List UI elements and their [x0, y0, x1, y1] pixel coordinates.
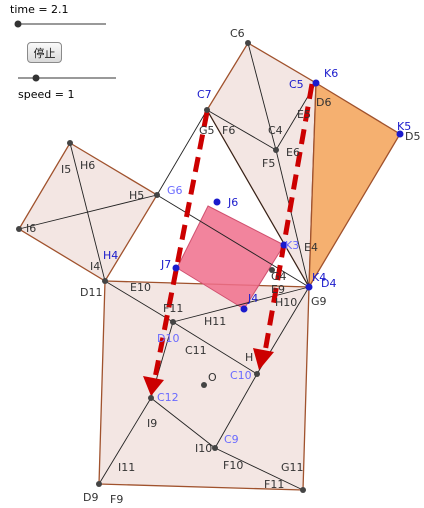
point-j4	[240, 305, 248, 313]
time-slider-handle[interactable]	[14, 20, 22, 28]
point-c12	[148, 395, 154, 401]
svg-text:H5: H5	[129, 189, 144, 202]
svg-text:H11: H11	[204, 315, 226, 328]
svg-text:C9: C9	[224, 433, 239, 446]
svg-text:G9: G9	[311, 295, 327, 308]
svg-text:C11: C11	[185, 344, 207, 357]
pause-button[interactable]: 停止	[27, 42, 62, 63]
svg-text:J6: J6	[227, 196, 238, 209]
svg-text:G11: G11	[281, 461, 304, 474]
svg-text:J4: J4	[247, 292, 258, 305]
construction-lines	[18, 42, 317, 491]
svg-text:D9: D9	[83, 491, 98, 504]
point-d9	[96, 481, 102, 487]
svg-text:I10: I10	[195, 442, 212, 455]
svg-text:I11: I11	[118, 461, 135, 474]
svg-text:H6: H6	[80, 159, 95, 172]
svg-text:C5: C5	[289, 78, 304, 91]
svg-text:I5: I5	[61, 163, 71, 176]
point-h5	[154, 192, 160, 198]
point-d4	[305, 283, 313, 291]
svg-text:I6: I6	[26, 222, 36, 235]
svg-text:C6: C6	[230, 27, 245, 40]
svg-text:C12: C12	[157, 391, 179, 404]
point-c10	[254, 371, 260, 377]
svg-text:E9: E9	[271, 283, 285, 296]
point-labels: C6 C7 C5 K6 D6 G5 F6 E5 C4 K5 D5 E6 F5 I…	[26, 27, 420, 506]
time-slider-label: time = 2.1	[10, 3, 69, 16]
svg-text:H: H	[245, 351, 253, 364]
point-c9	[212, 445, 218, 451]
point-j7	[172, 264, 180, 272]
point-k3	[280, 241, 288, 249]
point-o	[201, 382, 207, 388]
svg-text:F6: F6	[222, 124, 235, 137]
red-arrow-right	[253, 83, 315, 370]
svg-text:H4: H4	[103, 249, 118, 262]
speed-slider-handle[interactable]	[32, 74, 40, 82]
svg-text:C7: C7	[197, 88, 212, 101]
point-i4	[102, 278, 108, 284]
svg-text:G4: G4	[271, 270, 287, 283]
point-i6	[16, 226, 22, 232]
svg-text:H10: H10	[275, 296, 297, 309]
point-f11	[170, 319, 176, 325]
svg-text:F5: F5	[262, 157, 275, 170]
svg-text:E6: E6	[286, 146, 300, 159]
svg-text:F9: F9	[110, 493, 123, 506]
svg-text:G5: G5	[199, 124, 215, 137]
svg-text:C10: C10	[230, 369, 252, 382]
point-c7	[204, 107, 210, 113]
point-i5	[67, 140, 73, 146]
svg-text:I4: I4	[90, 260, 100, 273]
svg-text:F11: F11	[163, 302, 183, 315]
svg-text:D10: D10	[157, 332, 179, 345]
svg-text:I9: I9	[147, 417, 157, 430]
point-e6	[273, 147, 279, 153]
svg-text:G6: G6	[167, 184, 183, 197]
orange-triangle	[308, 81, 401, 288]
point-c6	[245, 40, 251, 46]
point-g4	[269, 267, 275, 273]
svg-text:J7: J7	[160, 258, 171, 271]
svg-text:F10: F10	[223, 459, 243, 472]
svg-text:O: O	[208, 371, 217, 384]
speed-slider-label: speed = 1	[18, 88, 74, 101]
svg-text:K5: K5	[397, 120, 411, 133]
svg-text:E4: E4	[304, 241, 318, 254]
points[interactable]	[16, 40, 404, 493]
svg-text:K4: K4	[312, 271, 326, 284]
red-arrow-left	[143, 111, 210, 396]
svg-text:K3: K3	[285, 239, 299, 252]
svg-text:K6: K6	[324, 67, 338, 80]
point-f11b	[300, 487, 306, 493]
svg-text:E10: E10	[130, 281, 151, 294]
svg-text:D4: D4	[321, 277, 336, 290]
point-c5	[312, 79, 320, 87]
point-k5	[396, 130, 404, 138]
svg-text:D11: D11	[80, 286, 102, 299]
svg-text:E5: E5	[297, 108, 311, 121]
svg-text:F11: F11	[264, 478, 284, 491]
point-j6	[213, 198, 221, 206]
svg-text:C4: C4	[268, 124, 283, 137]
svg-text:D6: D6	[316, 96, 331, 109]
svg-text:D5: D5	[405, 130, 420, 143]
